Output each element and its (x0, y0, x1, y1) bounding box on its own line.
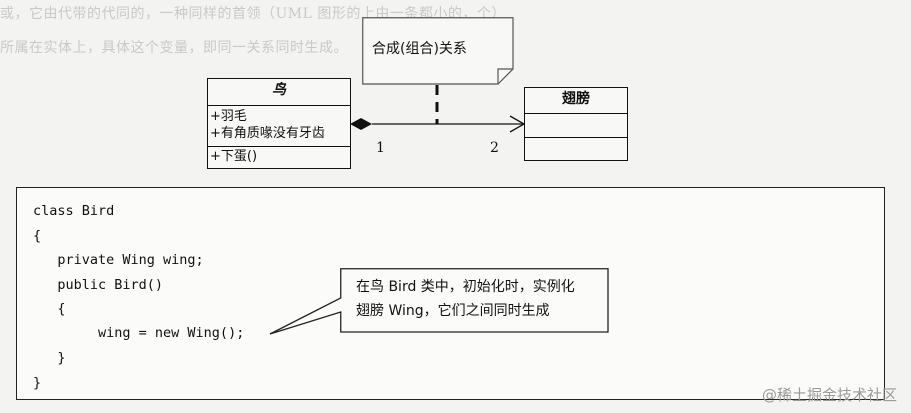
note-label: 合成(组合)关系 (372, 41, 467, 57)
wing-operations-section (525, 137, 627, 159)
callout-text: 在鸟 Bird 类中，初始化时，实例化 翅膀 Wing，它们之间同时生成 (356, 275, 575, 323)
bird-class-name: 鸟 (272, 82, 286, 98)
target-multiplicity: 2 (490, 140, 499, 156)
code-line-5: { (33, 301, 66, 317)
composition-note: 合成(组合)关系 (362, 17, 514, 85)
bird-class-box: 鸟 +羽毛 +有角质喙没有牙齿 +下蛋() (207, 78, 351, 169)
bird-operation-lay-egg: +下蛋() (210, 149, 258, 164)
code-line-2: { (33, 228, 42, 244)
callout-line-2: 翅膀 Wing，它们之间同时生成 (356, 303, 550, 319)
watermark-text: @稀土掘金技术社区 (761, 386, 897, 404)
bird-attribute-feathers: +羽毛 (210, 109, 247, 124)
association-lines (350, 85, 526, 133)
callout-line-1: 在鸟 Bird 类中，初始化时，实例化 (356, 279, 575, 295)
code-line-1: class Bird (33, 203, 115, 219)
composition-diamond (350, 118, 372, 130)
source-multiplicity: 1 (376, 140, 385, 156)
bird-attribute-beak: +有角质喙没有牙齿 (210, 126, 325, 141)
note-shape (362, 17, 514, 85)
code-callout: 在鸟 Bird 类中，初始化时，实例化 翅膀 Wing，它们之间同时生成 (269, 268, 609, 335)
callout-shape (269, 268, 609, 335)
code-line-7: } (33, 350, 66, 366)
wing-attributes-section (525, 113, 627, 137)
code-line-8: } (33, 375, 42, 391)
code-line-3: private Wing wing; (33, 252, 204, 268)
wing-class-box: 翅膀 (524, 87, 628, 161)
wing-class-name: 翅膀 (562, 91, 590, 107)
code-line-6: wing = new Wing(); (33, 325, 245, 341)
background-text-line-2: 所属在实体上，具体这个变量，即同一关系同时生成。 (0, 40, 348, 56)
code-line-4: public Bird() (33, 277, 164, 293)
